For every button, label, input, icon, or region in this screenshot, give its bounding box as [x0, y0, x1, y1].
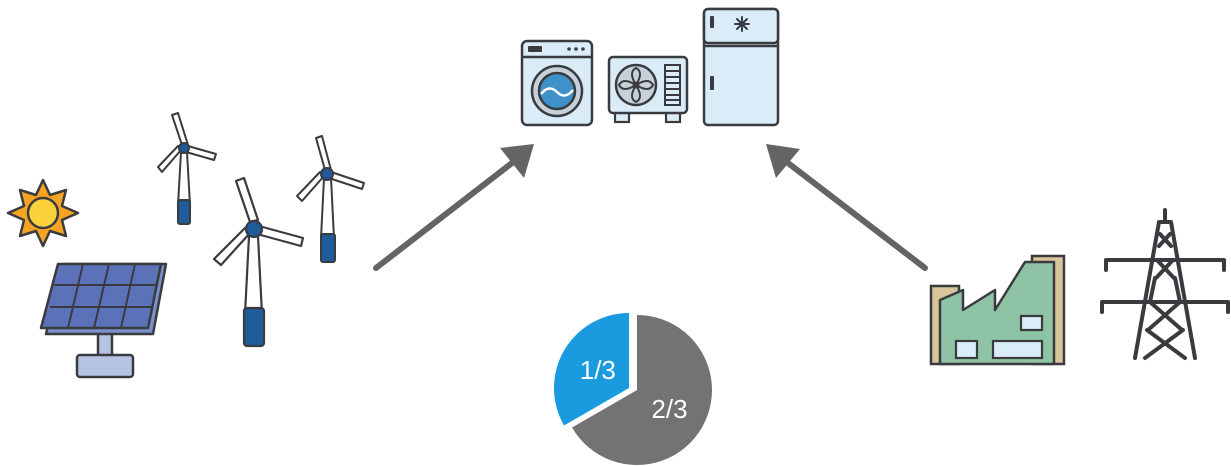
wind-turbine-icon — [296, 135, 365, 263]
wind-turbine-icon — [212, 176, 305, 348]
wind-turbine-icon — [157, 112, 217, 225]
pie-label-1: 1/3 — [580, 355, 616, 385]
arrow-conventional-to-appliances — [766, 144, 928, 271]
pie-label-2: 2/3 — [651, 394, 687, 424]
sun-icon — [6, 178, 80, 248]
pie-slice-1 — [553, 313, 629, 426]
share-pie-chart: 1/3 2/3 — [553, 313, 712, 465]
power-pylon-icon — [1100, 208, 1230, 360]
refrigerator-icon — [702, 7, 780, 127]
air-conditioner-icon — [607, 55, 689, 124]
washing-machine-icon — [520, 39, 594, 127]
factory-icon — [929, 254, 1066, 366]
arrow-renewables-to-appliances — [373, 144, 534, 271]
solar-panel-icon — [39, 262, 168, 379]
pie-slice-2 — [572, 315, 712, 465]
